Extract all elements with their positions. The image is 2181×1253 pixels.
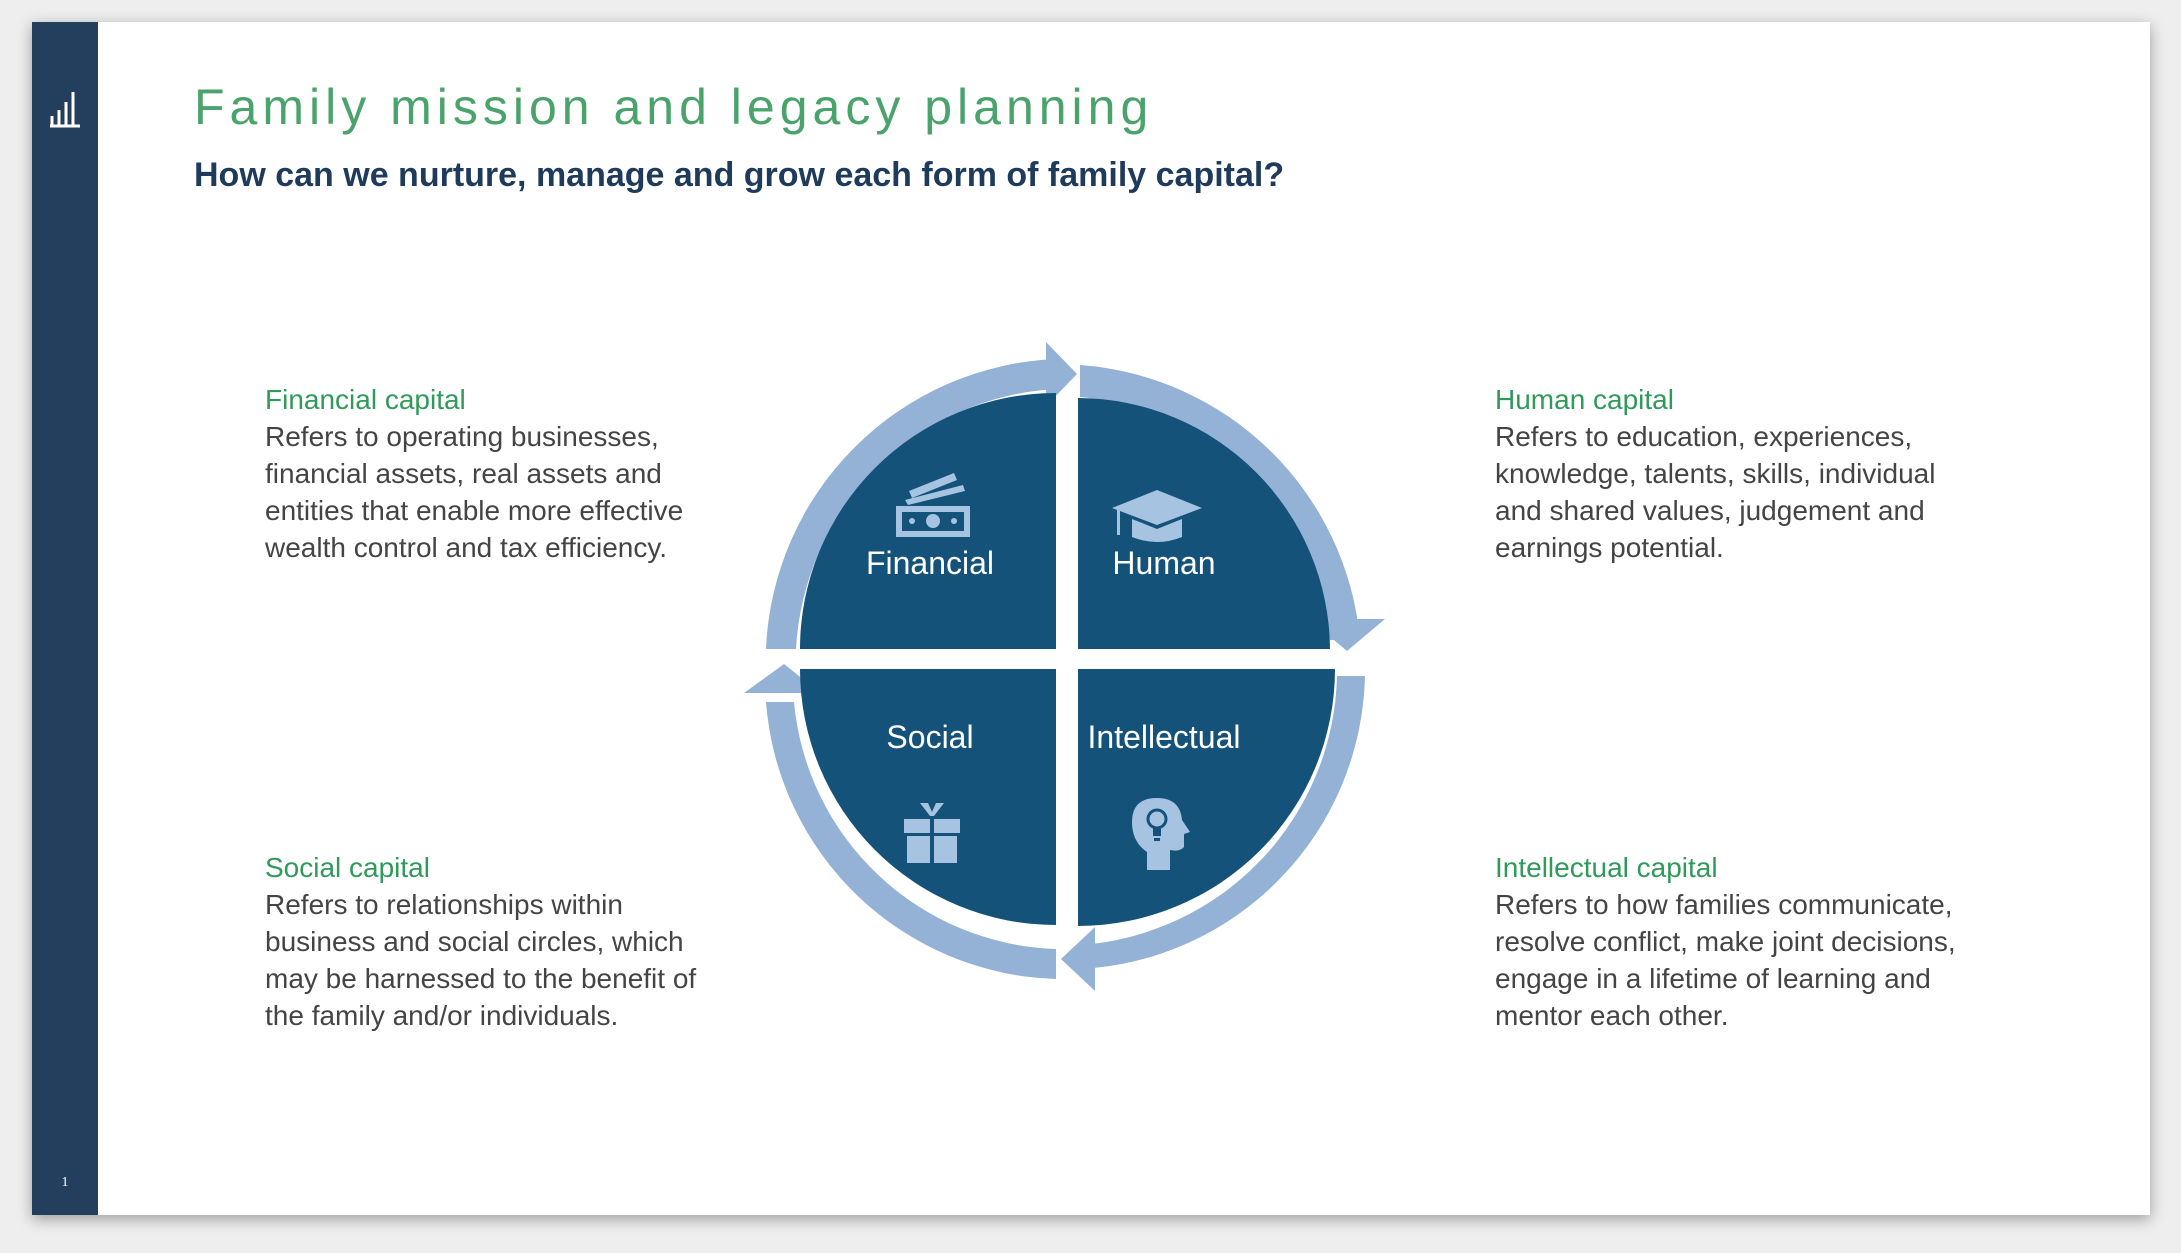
intellectual-capital-heading: Intellectual capital	[1495, 852, 1718, 883]
intellectual-capital-line: resolve conflict, make joint decisions,	[1495, 926, 1956, 957]
intellectual-capital-line: engage in a lifetime of learning and	[1495, 963, 1931, 994]
slide: 1 Family mission and legacy planning How…	[32, 22, 2150, 1215]
slide-subtitle: How can we nurture, manage and grow each…	[194, 156, 1285, 194]
social-capital-line: business and social circles, which	[265, 926, 684, 957]
quadrant-label-intellectual: Intellectual	[1088, 719, 1241, 755]
quadrant-social	[800, 669, 1056, 925]
social-capital-line: the family and/or individuals.	[265, 1000, 619, 1031]
financial-capital-block: Financial capital Refers to operating bu…	[265, 381, 765, 566]
human-capital-heading: Human capital	[1495, 384, 1674, 415]
quadrant-label-social: Social	[886, 719, 973, 755]
intellectual-capital-line: Refers to how families communicate,	[1495, 889, 1953, 920]
financial-capital-heading: Financial capital	[265, 384, 466, 415]
head-lightbulb-icon	[1132, 798, 1190, 870]
quadrant-intellectual	[1078, 669, 1335, 926]
intellectual-capital-block: Intellectual capital Refers to how famil…	[1495, 849, 1995, 1034]
sidebar: 1	[32, 22, 98, 1215]
intellectual-capital-line: mentor each other.	[1495, 1000, 1729, 1031]
financial-capital-line: financial assets, real assets and	[265, 458, 662, 489]
financial-capital-line: entities that enable more effective	[265, 495, 684, 526]
social-capital-block: Social capital Refers to relationships w…	[265, 849, 765, 1034]
quadrant-human	[1078, 398, 1330, 649]
ring-arc-bottom-right	[1080, 676, 1365, 969]
ring-arc-top-right	[1080, 365, 1360, 640]
money-icon	[896, 473, 970, 537]
human-capital-line: earnings potential.	[1495, 532, 1724, 563]
social-capital-line: may be harnessed to the benefit of	[265, 963, 697, 994]
quadrant-label-financial: Financial	[866, 545, 994, 581]
quadrants	[800, 393, 1335, 926]
financial-capital-line: Refers to operating businesses,	[265, 421, 659, 452]
human-capital-line: knowledge, talents, skills, individual	[1495, 458, 1936, 489]
page-number: 1	[61, 1175, 69, 1190]
social-capital-heading: Social capital	[265, 852, 430, 883]
financial-capital-line: wealth control and tax efficiency.	[265, 532, 668, 563]
human-capital-line: and shared values, judgement and	[1495, 495, 1925, 526]
arrowhead-top	[1046, 342, 1077, 406]
graduation-cap-icon	[1112, 490, 1202, 542]
arrowhead-bottom	[1061, 927, 1095, 991]
social-capital-line: Refers to relationships within	[265, 889, 623, 920]
ring-arc-top-left	[766, 359, 1056, 649]
bar-chart-logo-icon	[50, 92, 80, 128]
ring-arc-bottom-left	[766, 702, 1056, 979]
cycle-ring	[744, 342, 1385, 991]
human-capital-block: Human capital Refers to education, exper…	[1495, 381, 1995, 566]
gift-icon	[904, 803, 960, 863]
human-capital-line: Refers to education, experiences,	[1495, 421, 1913, 452]
slide-title: Family mission and legacy planning	[194, 79, 1154, 135]
quadrant-label-human: Human	[1112, 545, 1215, 581]
capital-cycle-diagram: Financial Human Social Intellectual	[744, 342, 1385, 991]
